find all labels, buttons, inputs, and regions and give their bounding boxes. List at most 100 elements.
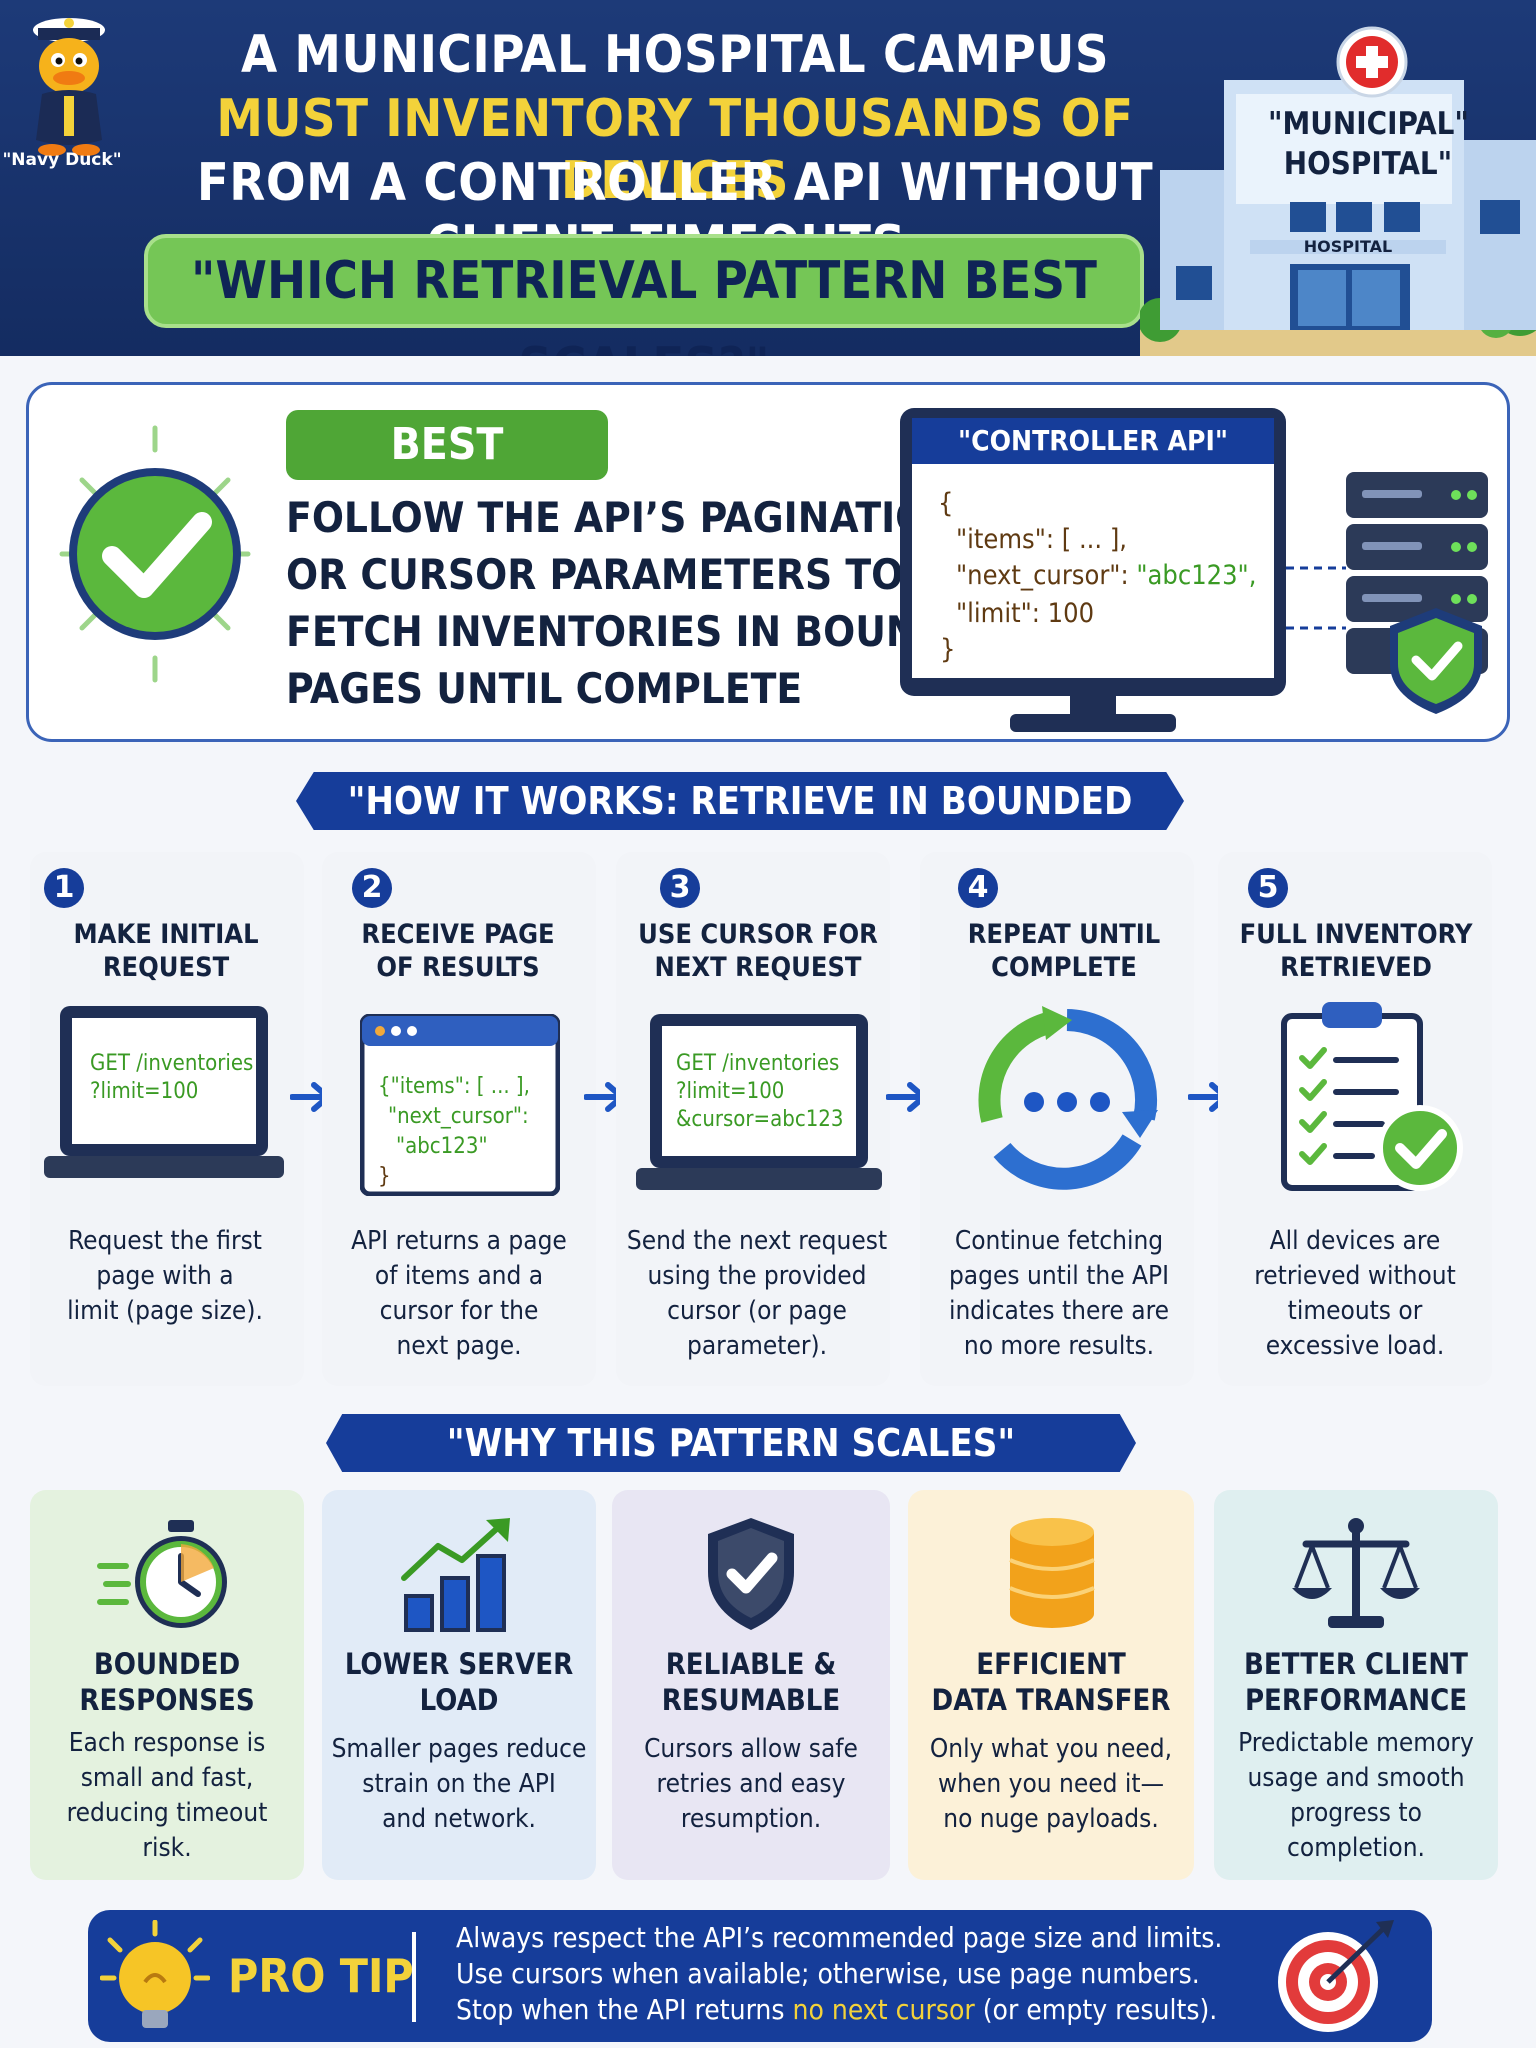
step-body-1-line-3: limit (page size). — [67, 1296, 263, 1326]
step-screen-3-line-3: &cursor=abc123 — [676, 1107, 844, 1132]
benefit-body-1: Each response is small and fast, reducin… — [34, 1726, 300, 1866]
pro-tip-line-1: Always respect the API’s recommended pag… — [456, 1921, 1223, 1954]
step-body-3-line-2: using the provided — [647, 1261, 867, 1291]
benefit-body-2: Smaller pages reduce strain on the API a… — [326, 1732, 592, 1837]
benefit-title-2-line-1: LOWER SERVER — [344, 1647, 574, 1681]
step-body-4-line-4: no more results. — [963, 1331, 1155, 1361]
benefit-body-4-line-3: no nuge payloads. — [943, 1804, 1159, 1834]
mascot-label: "Navy Duck" — [2, 150, 122, 170]
benefit-body-4-line-2: when you need it— — [938, 1769, 1164, 1799]
code-limit: "limit": 100 — [956, 598, 1095, 629]
step-body-4: Continue fetching pages until the API in… — [928, 1224, 1190, 1364]
pro-tip-line-3-start: Stop when the API returns — [456, 1993, 793, 2026]
best-line-3: FETCH INVENTORIES IN BOUNDED — [286, 607, 1007, 656]
headline-line-2: MUST INVENTORY THOUSANDS OF DEVICES — [216, 89, 1134, 211]
navy-duck-mascot-icon — [33, 18, 105, 156]
step-body-2-line-3: cursor for the — [379, 1296, 539, 1326]
step-body-4-line-1: Continue fetching — [954, 1226, 1164, 1256]
benefit-body-5-line-1: Predictable memory — [1238, 1728, 1474, 1758]
step-title-2-line-2: OF RESULTS — [376, 952, 540, 983]
benefit-body-4: Only what you need, when you need it— no… — [912, 1732, 1190, 1837]
repeat-cycle-icon — [978, 1006, 1158, 1190]
step-screen-2-line-3: "abc123" — [396, 1134, 488, 1159]
pro-tip-panel — [88, 1910, 1432, 2042]
step-title-2-line-1: RECEIVE PAGE — [361, 919, 555, 950]
pro-tip-highlight: no next cursor — [792, 1993, 975, 2026]
big-checkmark-icon — [59, 425, 251, 683]
benefit-body-2-line-2: strain on the API — [362, 1769, 556, 1799]
code-close-brace: } — [940, 634, 956, 665]
step-title-4-line-1: REPEAT UNTIL — [967, 919, 1161, 950]
monitor-icon — [900, 408, 1286, 732]
hospital-sign: "MUNICIPAL" HOSPITAL" — [1268, 104, 1469, 184]
hospital-lower-sign: HOSPITAL — [1304, 237, 1392, 256]
benefit-title-3: RELIABLE & RESUMABLE — [616, 1646, 886, 1718]
lightbulb-icon — [100, 1920, 210, 2028]
code-cursor-value: "abc123", — [1136, 560, 1257, 591]
step-screen-1-line-1: GET /inventories — [90, 1051, 254, 1076]
benefit-body-5-line-3: progress to — [1290, 1798, 1422, 1828]
step-title-5-line-2: RETRIEVED — [1280, 952, 1432, 983]
benefit-body-2-line-1: Smaller pages reduce — [331, 1734, 587, 1764]
step-body-3-line-1: Send the next request — [626, 1226, 888, 1256]
best-line-4: PAGES UNTIL COMPLETE — [286, 664, 803, 713]
step-number-3: 3 — [660, 868, 700, 908]
headline-line-1: A MUNICIPAL HOSPITAL CAMPUS — [240, 25, 1110, 85]
best-line-2: OR CURSOR PARAMETERS TO — [286, 550, 904, 599]
scales-icon — [1292, 1518, 1420, 1628]
step-body-1-line-2: page with a — [96, 1261, 234, 1291]
browser-window-icon — [360, 1014, 560, 1196]
benefit-title-1: BOUNDED RESPONSES — [34, 1646, 300, 1718]
hospital-building-icon: HOSPITAL — [1140, 26, 1536, 356]
pro-tip-divider — [412, 1932, 416, 2022]
step-body-1: Request the first page with a limit (pag… — [34, 1224, 296, 1329]
benefit-title-4: EFFICIENT DATA TRANSFER — [912, 1646, 1190, 1718]
step-body-2: API returns a page of items and a cursor… — [328, 1224, 590, 1364]
step-title-2: RECEIVE PAGE OF RESULTS — [328, 918, 588, 984]
benefit-body-5: Predictable memory usage and smooth prog… — [1218, 1726, 1494, 1866]
benefit-body-2-line-3: and network. — [382, 1804, 536, 1834]
pro-tip-line-3-end: (or empty results). — [974, 1993, 1218, 2026]
step-screen-1: GET /inventories ?limit=100 — [90, 1050, 253, 1106]
step-title-5-line-1: FULL INVENTORY — [1239, 919, 1473, 950]
best-pattern-tag: BEST PATTERN — [286, 410, 608, 540]
step-screen-2: {"items": [ ... ], "next_cursor": "abc12… — [378, 1072, 530, 1192]
hospital-sign-line-2: HOSPITAL" — [1283, 146, 1453, 182]
step-body-2-line-2: of items and a — [374, 1261, 544, 1291]
benefit-body-1-line-3: reducing timeout — [66, 1798, 268, 1828]
laptop-icon — [44, 1006, 284, 1178]
pro-tip-line-3: Stop when the API returns no next cursor… — [456, 1992, 1217, 2028]
code-cursor-line: "next_cursor": "abc123", — [956, 558, 1256, 594]
benefit-title-5-line-2: PERFORMANCE — [1244, 1683, 1468, 1717]
benefit-title-3-line-2: RESUMABLE — [661, 1683, 841, 1717]
benefit-body-1-line-4: risk. — [142, 1833, 192, 1863]
benefit-title-5-line-1: BETTER CLIENT — [1244, 1647, 1468, 1681]
step-title-1-line-1: MAKE INITIAL — [73, 919, 259, 950]
step-title-3: USE CURSOR FOR NEXT REQUEST — [628, 918, 888, 984]
server-rack-icon — [1286, 472, 1488, 714]
step-number-4: 4 — [958, 868, 998, 908]
benefit-body-3: Cursors allow safe retries and easy resu… — [616, 1732, 886, 1837]
benefit-title-2-line-2: LOAD — [419, 1683, 499, 1717]
header-banner: "Navy Duck" A MUNICIPAL HOSPITAL CAMPUS … — [0, 0, 1536, 356]
benefit-title-1-line-2: RESPONSES — [79, 1683, 255, 1717]
step-body-5-line-2: retrieved without — [1254, 1261, 1456, 1291]
benefit-title-2: LOWER SERVER LOAD — [326, 1646, 592, 1718]
step-body-5-line-4: excessive load. — [1265, 1331, 1445, 1361]
step-title-4: REPEAT UNTIL COMPLETE — [934, 918, 1194, 984]
benefit-title-1-line-1: BOUNDED — [93, 1647, 241, 1681]
laptop-icon — [636, 1014, 882, 1190]
step-body-5-line-1: All devices are — [1269, 1226, 1441, 1256]
step-screen-1-line-2: ?limit=100 — [90, 1079, 199, 1104]
step-body-4-line-2: pages until the API — [948, 1261, 1170, 1291]
step-number-5: 5 — [1248, 868, 1288, 908]
step-body-2-line-1: API returns a page — [351, 1226, 567, 1256]
clipboard-checklist-icon — [1281, 1002, 1463, 1191]
step-title-3-line-2: NEXT REQUEST — [654, 952, 862, 983]
step-title-3-line-1: USE CURSOR FOR — [638, 919, 878, 950]
benefit-body-4-line-1: Only what you need, — [929, 1734, 1173, 1764]
step-screen-2-line-4: } — [378, 1164, 391, 1189]
step-body-4-line-3: indicates there are — [948, 1296, 1170, 1326]
step-number-1: 1 — [44, 868, 84, 908]
stopwatch-icon — [97, 1520, 227, 1628]
